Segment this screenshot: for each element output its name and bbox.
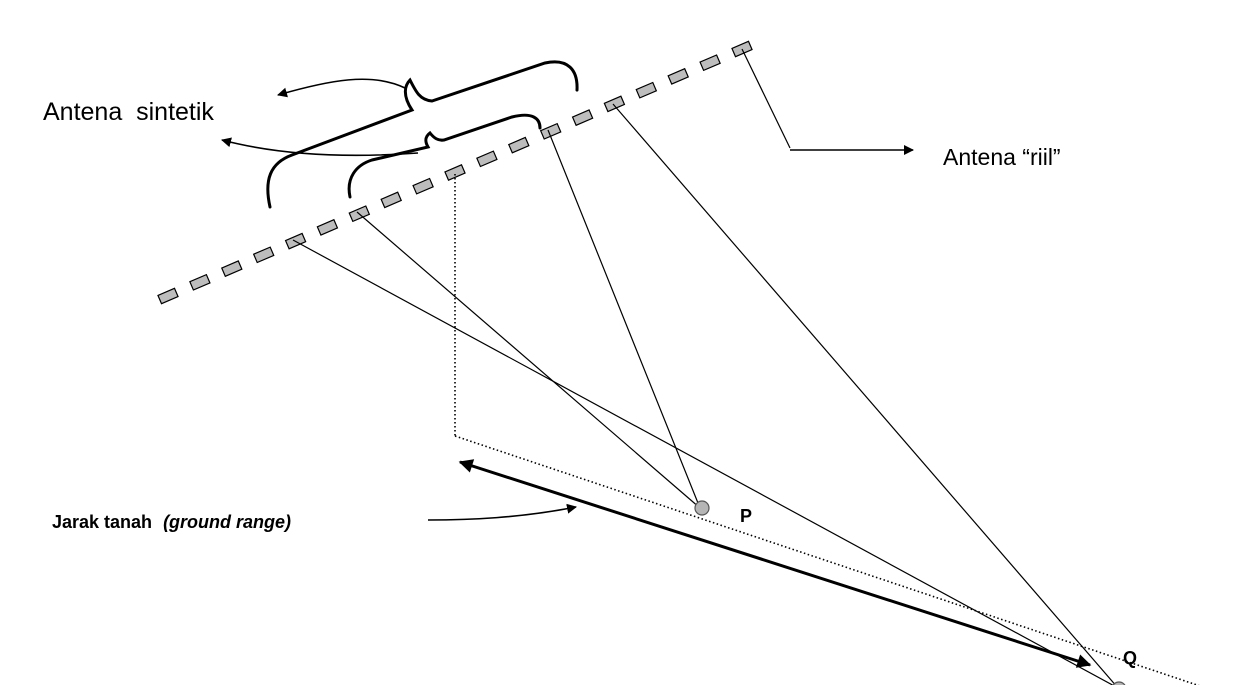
point-q-marker <box>1112 681 1126 685</box>
antenna-element <box>507 136 530 154</box>
synthetic-antenna-arrows <box>221 78 419 157</box>
antenna-element <box>380 191 403 209</box>
antenna-element <box>157 287 179 305</box>
ground-line <box>454 435 1200 685</box>
point-q-label: Q <box>1123 648 1137 668</box>
slant-line-d-to-q <box>612 103 1117 685</box>
ground-geometry <box>454 174 1200 685</box>
antenna-element <box>571 109 594 127</box>
antenna-element <box>412 177 434 195</box>
slant-line-a-to-q <box>292 239 1114 685</box>
real-antenna-label: Antena “riil” <box>943 144 1061 170</box>
antenna-element <box>252 246 275 264</box>
slant-line-b-to-p <box>356 211 701 509</box>
antenna-element <box>699 54 721 72</box>
bracket-small <box>347 113 542 199</box>
antenna-element <box>189 273 211 291</box>
ground-range-label-main: Jarak tanah <box>52 512 157 532</box>
real-antenna-leader <box>741 48 791 149</box>
bracket-large <box>266 60 579 209</box>
antenna-element <box>603 95 626 113</box>
arrow-lower <box>221 137 419 157</box>
point-p-label: P <box>740 506 752 526</box>
synthetic-antenna-label: Antena sintetik <box>43 98 214 126</box>
arrow-upper <box>277 78 406 98</box>
antenna-element <box>539 122 562 140</box>
ground-range-arrow <box>458 459 1092 668</box>
antenna-element <box>476 150 498 168</box>
ground-range-label-arrow <box>427 503 577 521</box>
antenna-flight-path <box>157 40 753 305</box>
synthetic-antenna-brackets <box>266 60 579 209</box>
antenna-element <box>444 164 466 181</box>
ground-range-label: Jarak tanah (ground range) <box>52 512 291 532</box>
antenna-element <box>220 260 243 278</box>
slant-line-c-to-p <box>547 129 701 509</box>
antenna-element <box>667 67 690 85</box>
antenna-element <box>635 81 658 99</box>
antenna-element <box>316 218 339 236</box>
ground-range-label-italic: (ground range) <box>163 512 291 532</box>
point-p-marker <box>694 500 710 516</box>
